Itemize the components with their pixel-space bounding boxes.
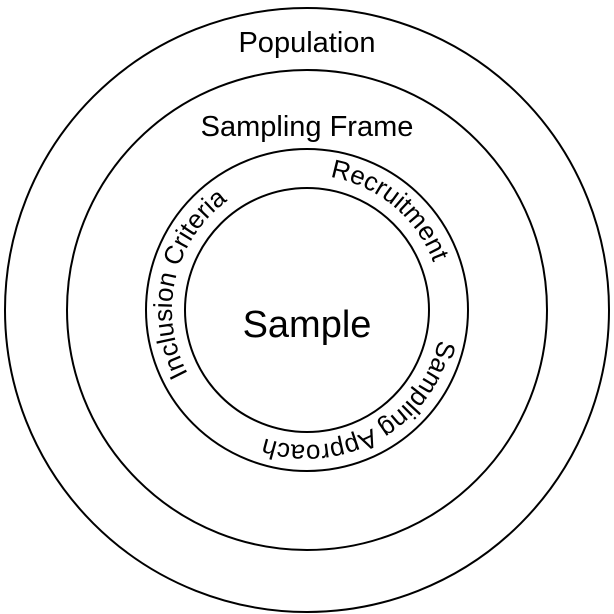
inclusion-criteria-label-text: Inclusion Criteria <box>148 181 232 384</box>
sample-label: Sample <box>243 304 372 346</box>
population-circle <box>4 7 610 613</box>
sampling-approach-label-text: Sampling Approach <box>258 338 462 469</box>
sampling-approach-label: Sampling Approach <box>258 338 462 469</box>
population-label: Population <box>238 27 375 59</box>
inclusion-criteria-label: Inclusion Criteria <box>148 181 232 384</box>
methods-ring-outer-circle <box>145 148 469 472</box>
sampling-frame-circle <box>66 69 548 551</box>
recruitment-label-text: Recruitment <box>329 153 456 265</box>
sampling-frame-label: Sampling Frame <box>201 111 414 143</box>
sample-circle <box>184 187 430 433</box>
recruitment-label: Recruitment <box>329 153 456 265</box>
